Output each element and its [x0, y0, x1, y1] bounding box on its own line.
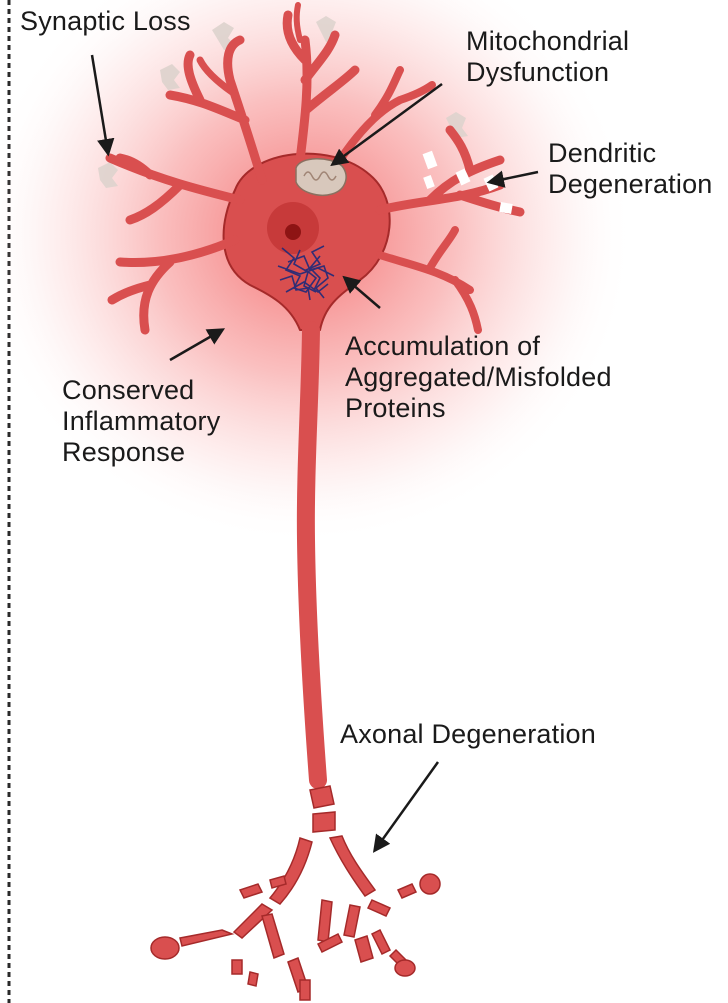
label-inflammatory-response: Conserved Inflammatory Response [62, 375, 220, 468]
arrow-icon [375, 762, 438, 850]
label-synaptic-loss: Synaptic Loss [20, 6, 191, 37]
label-protein-accumulation: Accumulation of Aggregated/Misfolded Pro… [345, 331, 612, 424]
label-axonal-degeneration: Axonal Degeneration [340, 719, 596, 750]
label-dendritic-degeneration: Dendritic Degeneration [548, 138, 713, 200]
label-mitochondrial-dysfunction: Mitochondrial Dysfunction [466, 26, 629, 88]
nucleolus-icon [285, 224, 301, 240]
mitochondrion-icon [296, 159, 346, 196]
